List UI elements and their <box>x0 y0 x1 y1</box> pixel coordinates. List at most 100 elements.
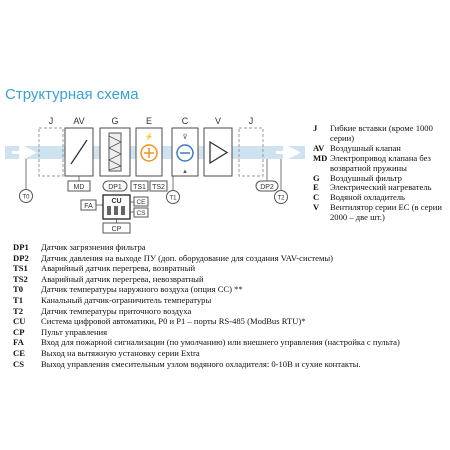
sensor-t0-label: T0 <box>22 195 30 201</box>
side-legend-code: V <box>313 202 320 213</box>
unit-label-v: V <box>215 116 221 126</box>
side-legend-desc: Вентилятор серии EC (в серии 2000 – две … <box>330 202 442 223</box>
bottom-legend-item: TS2 Аварийный датчик перегрева, невозврат… <box>13 274 448 285</box>
sensor-dp1 <box>102 180 128 192</box>
control-ce-label: CE <box>136 199 146 206</box>
cooler-triangle-icon: ▲ <box>182 169 188 175</box>
side-legend-item: G Воздушный фильтр <box>313 172 448 184</box>
control-ce <box>133 196 149 207</box>
cu-port-3 <box>121 206 125 215</box>
bottom-legend-desc: Канальный датчик-ограничитель температур… <box>41 294 212 305</box>
unit-label-e: E <box>146 116 152 126</box>
side-legend-item: E Электрический нагреватель <box>313 183 448 193</box>
cu-port-1 <box>107 206 111 215</box>
sensor-dp2 <box>255 180 279 192</box>
diagram-title: Структурная схема <box>5 86 139 103</box>
bottom-legend-code: TS2 <box>13 273 28 284</box>
sensor-md <box>67 180 91 192</box>
side-legend-code: C <box>313 192 320 203</box>
sensor-t1 <box>166 190 180 204</box>
bottom-legend-code: T1 <box>13 294 24 305</box>
bottom-legend-code: DP2 <box>13 252 29 263</box>
unit-label-av: AV <box>73 116 84 126</box>
bottom-legend-item: DP2 Датчик давления на выходе ПУ (доп. об… <box>13 253 448 264</box>
sensor-dp1-label: DP1 <box>108 184 122 191</box>
sensor-ts1 <box>130 180 149 192</box>
sensor-t2 <box>274 190 288 204</box>
bottom-legend-code: CS <box>13 358 24 369</box>
side-legend-item: V Вентилятор серии EC (в серии 2000 – две… <box>313 202 448 223</box>
sensor-dp2-label: DP2 <box>260 184 274 191</box>
side-legend-code: MD <box>313 152 328 163</box>
unit-label-j-left: J <box>49 116 54 126</box>
cooler-drop-icon: ⊽ <box>182 133 187 141</box>
sensor-ts2-label: TS2 <box>152 184 165 191</box>
cooler-circle <box>176 144 194 162</box>
control-panel-cp <box>102 222 131 234</box>
bottom-legend-desc: Датчик загрязнения фильтра <box>41 242 146 252</box>
bottom-legend-desc: Выход на вытяжную установку серии Extra <box>41 347 200 358</box>
bottom-legend-code: CP <box>13 326 25 337</box>
sensor-ts2 <box>149 180 168 192</box>
bottom-legend-item: T0 Датчик температуры наружного воздуха (… <box>13 284 448 295</box>
control-cs <box>133 207 149 218</box>
bottom-legend-desc: Аварийный датчик перегрева, невозвратный <box>41 273 204 284</box>
bottom-legend-item: T2 Датчик температуры приточного воздуха <box>13 306 448 317</box>
control-fa-label: FA <box>84 203 93 210</box>
fan-triangle-icon <box>209 140 229 165</box>
sensor-t0 <box>19 189 33 203</box>
bottom-legend-item: DP1 Датчик загрязнения фильтра <box>13 242 448 253</box>
filter-pleats <box>108 135 123 171</box>
unit-fan <box>203 127 233 177</box>
bottom-legend-item: CU Система цифровой автоматики, P0 и P1 –… <box>13 316 448 327</box>
side-legend-desc: Электрический нагреватель <box>330 182 432 193</box>
bottom-legend-item: FA Вход для пожарной сигнализации (по умо… <box>13 337 448 348</box>
side-legend-code: AV <box>313 142 325 153</box>
bottom-legend-desc: Датчик температуры наружного воздуха (оп… <box>41 284 243 295</box>
control-cs-label: CS <box>136 210 146 217</box>
side-legend-desc: Воздушный фильтр <box>330 172 402 183</box>
bottom-legend-desc: Система цифровой автоматики, P0 и P1 – п… <box>41 316 306 327</box>
control-unit-cu-label: CU <box>111 198 121 205</box>
unit-flex-insert-left <box>38 127 64 177</box>
unit-label-j-right: J <box>249 116 254 126</box>
unit-label-c: C <box>182 116 189 126</box>
unit-label-g: G <box>111 116 118 126</box>
side-legend-desc: Электропривод клапана без возвратной пру… <box>330 152 431 173</box>
heater-circle <box>140 144 158 162</box>
side-legend-desc: Водяной охладитель <box>330 192 405 203</box>
bottom-legend-code: CE <box>13 347 25 358</box>
bottom-legend-code: FA <box>13 337 24 348</box>
bottom-legend-code: CU <box>13 316 26 327</box>
sensor-t2-label: T2 <box>277 196 285 202</box>
bottom-legend-desc: Датчик давления на выходе ПУ (доп. обору… <box>41 252 334 263</box>
bottom-legend-code: T0 <box>13 284 24 295</box>
side-legend-code: G <box>313 172 320 183</box>
bottom-legend-code: DP1 <box>13 242 29 252</box>
bottom-legend-code: T2 <box>13 305 24 316</box>
bottom-legend-desc: Аварийный датчик перегрева, возвратный <box>41 263 196 274</box>
sensor-t1-label: T1 <box>169 196 177 202</box>
side-legend-code: J <box>313 123 318 133</box>
bottom-legend-desc: Датчик температуры приточного воздуха <box>41 305 192 316</box>
damper-blade <box>70 139 88 165</box>
bottom-legend-item: TS1 Аварийный датчик перегрева, возвратны… <box>13 263 448 274</box>
bottom-legend-code: TS1 <box>13 263 28 274</box>
unit-flex-insert-right <box>238 127 264 177</box>
bottom-legend-item: CE Выход на вытяжную установку серии Extr… <box>13 348 448 359</box>
side-legend-code: E <box>313 182 319 193</box>
sensor-ts1-label: TS1 <box>133 184 146 191</box>
sensor-md-label: MD <box>74 184 85 191</box>
side-legend-item: C Водяной охладитель <box>313 192 448 203</box>
heater-spark-icon: ⚡ <box>145 132 154 141</box>
side-legend-desc: Гибкие вставки (кроме 1000 серии) <box>330 123 433 143</box>
bottom-legend-item: T1 Канальный датчик-ограничитель температ… <box>13 295 448 306</box>
bottom-legend-desc: Вход для пожарной сигнализации (по умолч… <box>41 337 400 348</box>
side-legend-desc: Воздушный клапан <box>330 142 401 153</box>
control-panel-cp-label: CP <box>112 226 122 233</box>
